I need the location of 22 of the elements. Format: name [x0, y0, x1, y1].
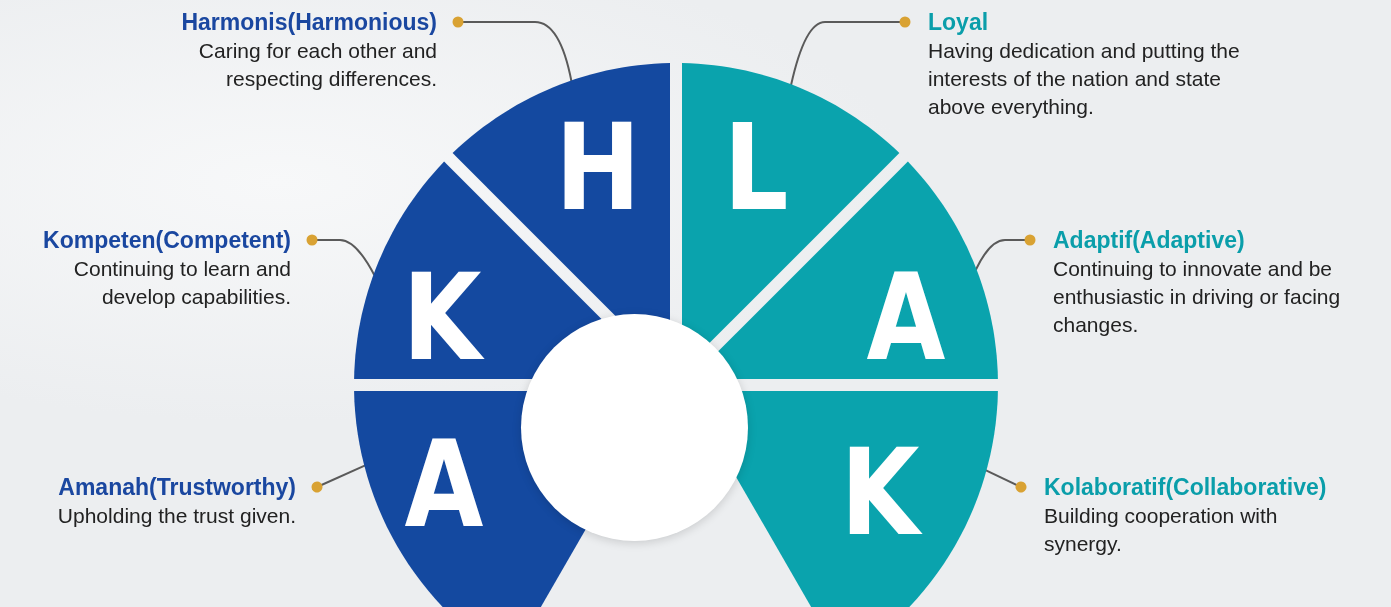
value-description: Having dedication and putting the interests of the nation and state above everything.: [928, 38, 1241, 120]
value-description: Continuing to innovate and be enthusiastic in driving or facing changes.: [1053, 256, 1342, 338]
value-description: Upholding the trust given.: [57, 503, 296, 529]
leader-line: [452, 16, 573, 83]
leader-line: [790, 16, 911, 87]
leader-line: [306, 234, 376, 277]
leader-line: [311, 464, 367, 493]
value-heading: Kompeten(Competent): [43, 226, 291, 255]
value-description: Caring for each other and respecting differences.: [197, 38, 437, 92]
value-heading: Amanah(Trustworthy): [58, 473, 296, 502]
value-heading: Harmonis(Harmonious): [181, 8, 437, 37]
value-heading: Kolaboratif(Collaborative): [1044, 473, 1327, 502]
segment-letter: A: [404, 425, 484, 545]
leader-line: [974, 234, 1036, 271]
value-description: Building cooperation with synergy.: [1044, 503, 1279, 557]
segment-letter: A: [866, 258, 946, 378]
value-description: Continuing to learn and develop capabilities.: [72, 256, 291, 310]
value-heading: Loyal: [928, 8, 989, 37]
leader-line: [984, 469, 1027, 493]
value-heading: Adaptif(Adaptive): [1053, 226, 1245, 255]
segment-letter: L: [723, 108, 789, 228]
segment-letter: H: [555, 108, 641, 228]
